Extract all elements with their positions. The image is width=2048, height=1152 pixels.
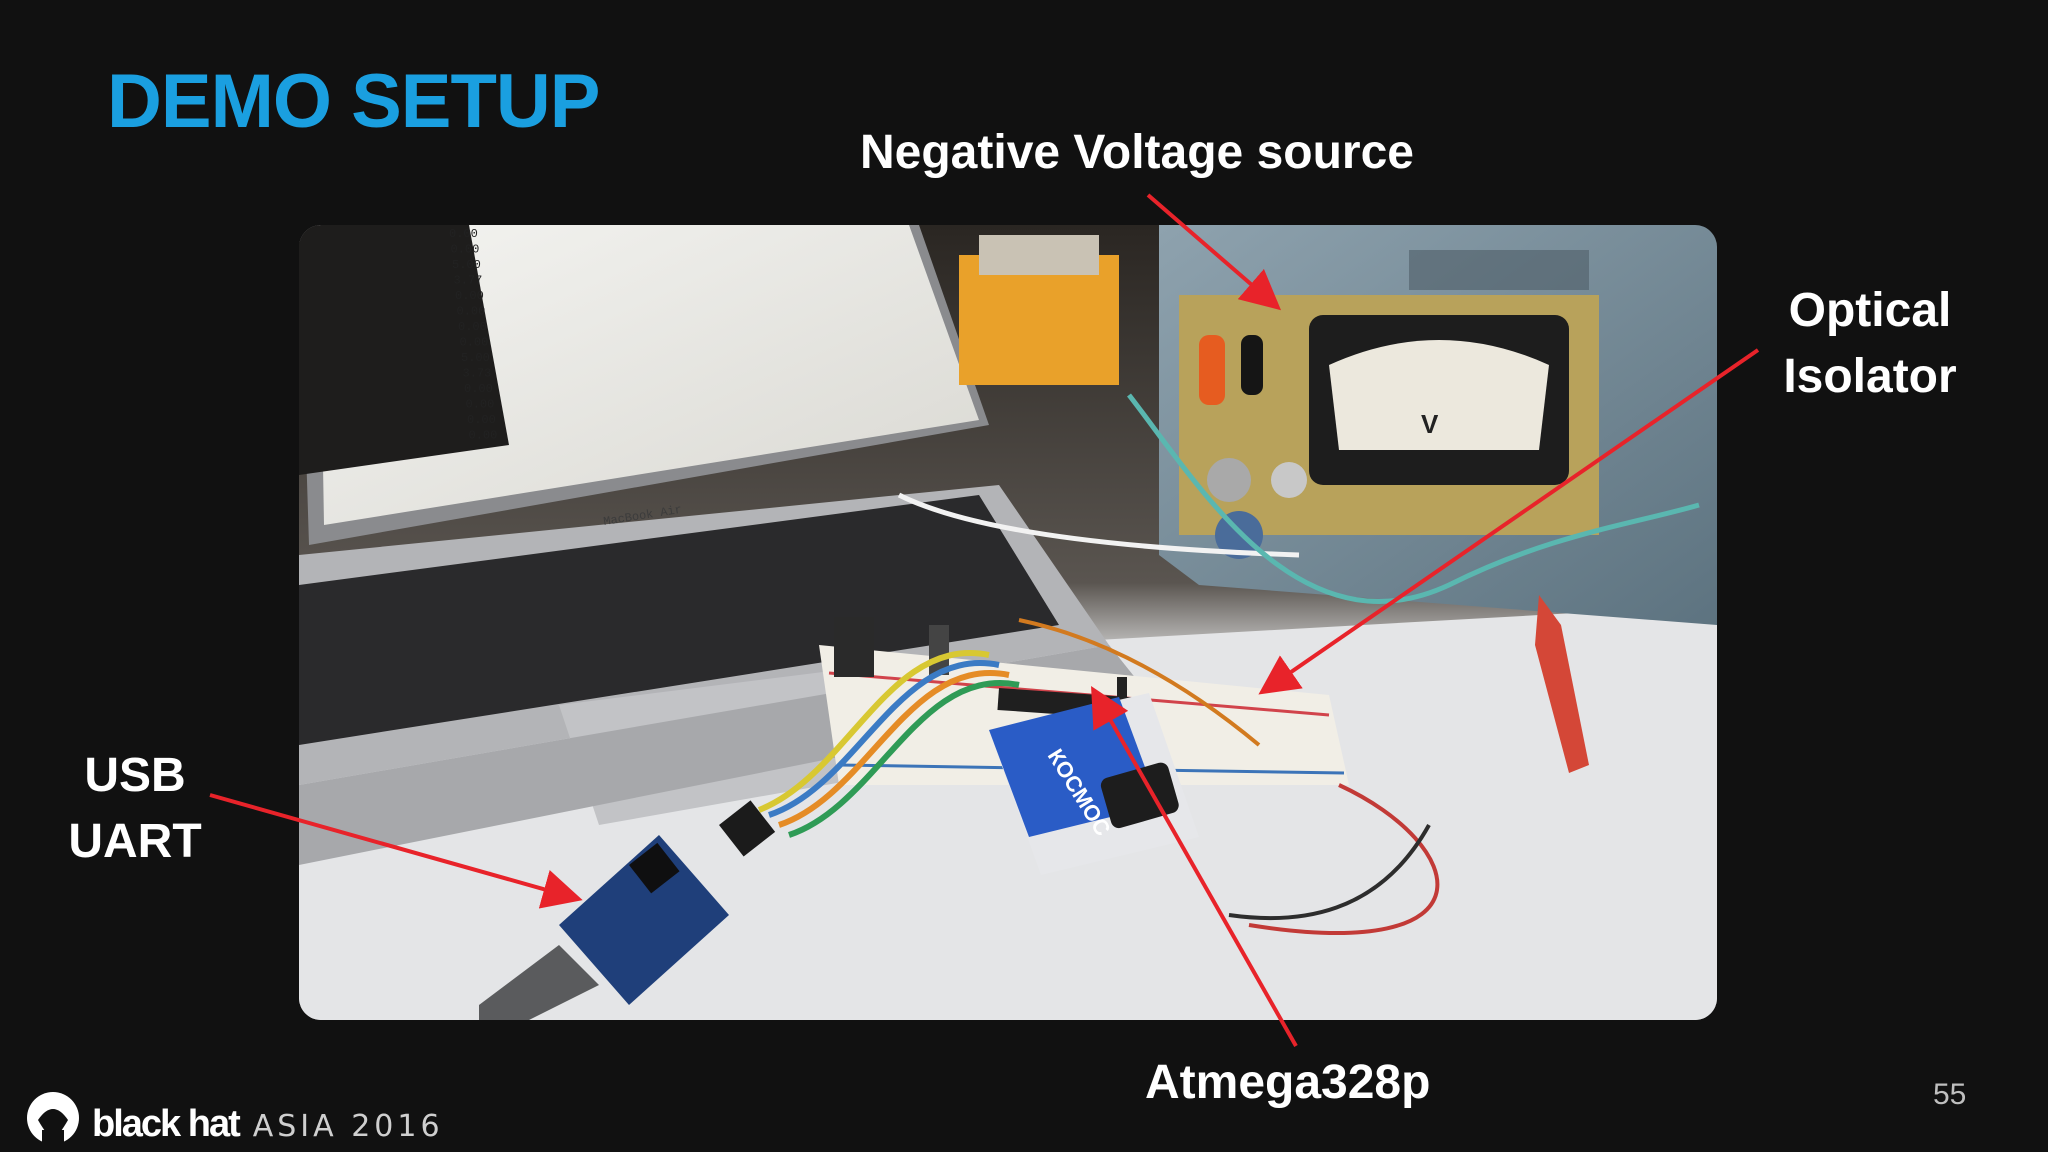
label-negative-voltage-text: Negative Voltage source <box>860 126 1414 179</box>
screen-value: 5.00 <box>452 258 481 272</box>
label-optical-line2: Isolator <box>1783 350 1957 403</box>
blackhat-hat-icon <box>27 1092 79 1150</box>
arrow-usb-uart <box>209 793 583 909</box>
label-usb-uart: USB UART <box>60 743 210 875</box>
footer-event: ASIA 2016 <box>252 1108 444 1144</box>
label-usb-line2: UART <box>68 815 202 868</box>
label-atmega328p: Atmega328p <box>1145 1050 1430 1116</box>
screen-value: 0.00 <box>449 227 478 241</box>
laptop-icon <box>299 225 1149 865</box>
label-optical-isolator: Optical Isolator <box>1770 278 1970 410</box>
arrow-atmega <box>1091 686 1298 1047</box>
usb-uart-board-icon <box>479 800 776 1020</box>
arrow-optical-isolator <box>1258 348 1760 695</box>
label-usb-line1: USB <box>84 749 186 802</box>
screen-value: 0.00 <box>466 398 495 412</box>
voltmeter-icon: V <box>1159 225 1717 625</box>
label-negative-voltage-source: Negative Voltage source <box>860 120 1414 186</box>
screen-value: 0.00 <box>469 429 498 443</box>
screen-value: 0.00 <box>451 243 480 257</box>
slide-title: DEMO SETUP <box>107 59 600 144</box>
screen-value: 0.00 <box>467 413 496 427</box>
screen-value: 0.00 <box>455 289 484 303</box>
screen-value: 0.00 <box>458 320 487 334</box>
screen-value: 0.00 <box>464 382 493 396</box>
arrow-negative-voltage <box>1146 193 1282 311</box>
meter-unit: V <box>1421 409 1439 439</box>
screen-value: 5.00 <box>461 351 490 365</box>
footer-brand: black hat <box>92 1102 241 1145</box>
screen-value: 0.00 <box>460 336 489 350</box>
blackhat-logo: black hat ASIA 2016 <box>20 1090 444 1150</box>
label-atmega-text: Atmega328p <box>1145 1056 1431 1109</box>
page-number: 55 <box>1933 1078 1967 1111</box>
screen-value: 3.73 <box>463 367 492 381</box>
battery-icon: КОСМОС <box>989 693 1199 875</box>
screen-value: 3.77 <box>454 274 483 288</box>
screen-value: 0.00 <box>457 305 486 319</box>
label-optical-line1: Optical <box>1788 284 1952 337</box>
